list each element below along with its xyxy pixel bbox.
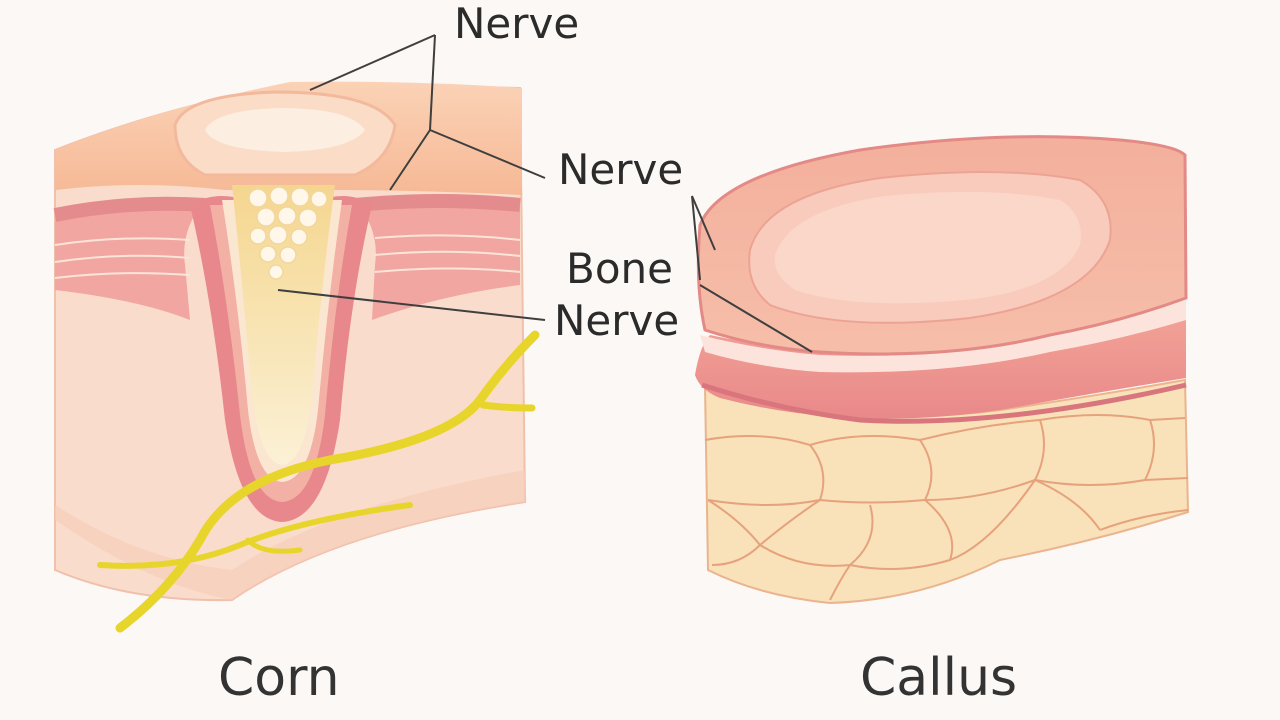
caption-callus: Callus bbox=[860, 648, 1018, 708]
label-nerve-lower: Nerve bbox=[554, 296, 680, 345]
leader-nerve-top-stem bbox=[429, 34, 436, 131]
caption-corn: Corn bbox=[218, 648, 340, 708]
corn-core bbox=[232, 185, 335, 465]
label-bone: Bone bbox=[566, 244, 673, 293]
leader-nerve-core bbox=[277, 289, 546, 321]
leader-nerve-top-core bbox=[389, 129, 431, 191]
callus-light-stripe bbox=[700, 300, 1186, 373]
leader-lines bbox=[277, 34, 813, 353]
leader-callus-top-b bbox=[691, 195, 701, 281]
leader-bone bbox=[699, 284, 813, 353]
corn-dermis-top-right bbox=[354, 194, 521, 212]
callus-dermis-edge bbox=[701, 382, 1187, 424]
corn-dermis-left bbox=[55, 198, 205, 320]
corn-bump-highlight bbox=[205, 108, 365, 152]
leader-nerve-middle bbox=[429, 129, 546, 179]
label-nerve-middle: Nerve bbox=[558, 145, 684, 194]
corn-illustration bbox=[53, 81, 540, 633]
label-nerve-top: Nerve bbox=[454, 0, 580, 48]
leader-callus-top-a bbox=[691, 195, 716, 251]
corn-core-granules bbox=[248, 186, 328, 280]
corn-nerve-fibers bbox=[97, 330, 540, 633]
leader-nerve-top-bump bbox=[309, 34, 436, 91]
callus-illustration bbox=[695, 135, 1190, 605]
callus-fat-cells bbox=[704, 414, 1189, 601]
callus-pad-highlight bbox=[774, 191, 1081, 304]
corn-dermis-right bbox=[355, 196, 520, 320]
corn-striations bbox=[54, 234, 521, 279]
corn-dermis-top-left bbox=[53, 196, 206, 222]
